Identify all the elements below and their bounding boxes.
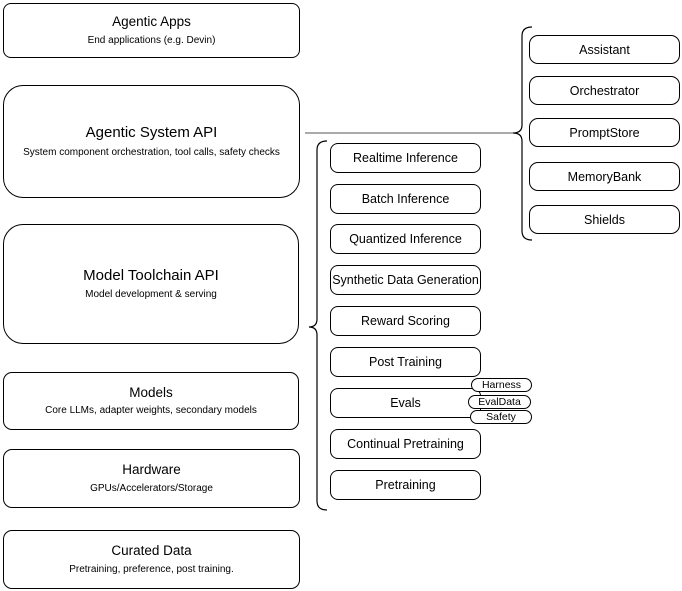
- toolchain-item-reward-scoring: Reward Scoring: [330, 306, 481, 336]
- toolchain-item-batch-inference: Batch Inference: [330, 184, 481, 214]
- layer-box-agentic-system-api: Agentic System API System component orch…: [3, 85, 300, 198]
- layer-box-curated-data: Curated Data Pretraining, preference, po…: [3, 530, 300, 589]
- layer-box-model-toolchain-api: Model Toolchain API Model development & …: [3, 224, 299, 344]
- layer-subtitle: System component orchestration, tool cal…: [23, 146, 280, 158]
- layer-subtitle: End applications (e.g. Devin): [87, 34, 216, 46]
- toolchain-item-continual-pretraining: Continual Pretraining: [330, 429, 481, 459]
- system-item-memorybank: MemoryBank: [529, 162, 680, 191]
- toolchain-item-realtime-inference: Realtime Inference: [330, 143, 481, 173]
- layer-title: Models: [129, 384, 173, 400]
- eval-pill-safety: Safety: [470, 410, 532, 424]
- system-item-orchestrator: Orchestrator: [529, 76, 680, 105]
- layer-title: Hardware: [122, 462, 181, 478]
- toolchain-item-evals: Evals: [330, 388, 481, 418]
- layer-title: Agentic System API: [85, 124, 218, 142]
- layer-subtitle: Core LLMs, adapter weights, secondary mo…: [45, 405, 257, 417]
- layer-box-hardware: Hardware GPUs/Accelerators/Storage: [3, 449, 300, 508]
- toolchain-item-post-training: Post Training: [330, 347, 481, 377]
- layer-subtitle: Pretraining, preference, post training.: [69, 563, 234, 575]
- layer-subtitle: Model development & serving: [85, 289, 217, 301]
- layer-box-agentic-apps: Agentic Apps End applications (e.g. Devi…: [3, 3, 300, 58]
- layer-title: Agentic Apps: [112, 14, 191, 30]
- layer-title: Curated Data: [111, 543, 192, 559]
- toolchain-item-pretraining: Pretraining: [330, 470, 481, 500]
- system-item-shields: Shields: [529, 205, 680, 234]
- toolchain-brace: [308, 140, 328, 511]
- layer-box-models: Models Core LLMs, adapter weights, secon…: [3, 372, 299, 430]
- layer-subtitle: GPUs/Accelerators/Storage: [90, 482, 213, 494]
- eval-pill-harness: Harness: [471, 378, 532, 392]
- system-item-assistant: Assistant: [529, 35, 680, 64]
- layer-title: Model Toolchain API: [83, 266, 219, 284]
- eval-pill-evaldata: EvalData: [468, 395, 531, 409]
- toolchain-item-quantized-inference: Quantized Inference: [330, 224, 481, 254]
- toolchain-item-synthetic-data-generation: Synthetic Data Generation: [330, 265, 481, 295]
- system-item-promptstore: PromptStore: [529, 118, 680, 147]
